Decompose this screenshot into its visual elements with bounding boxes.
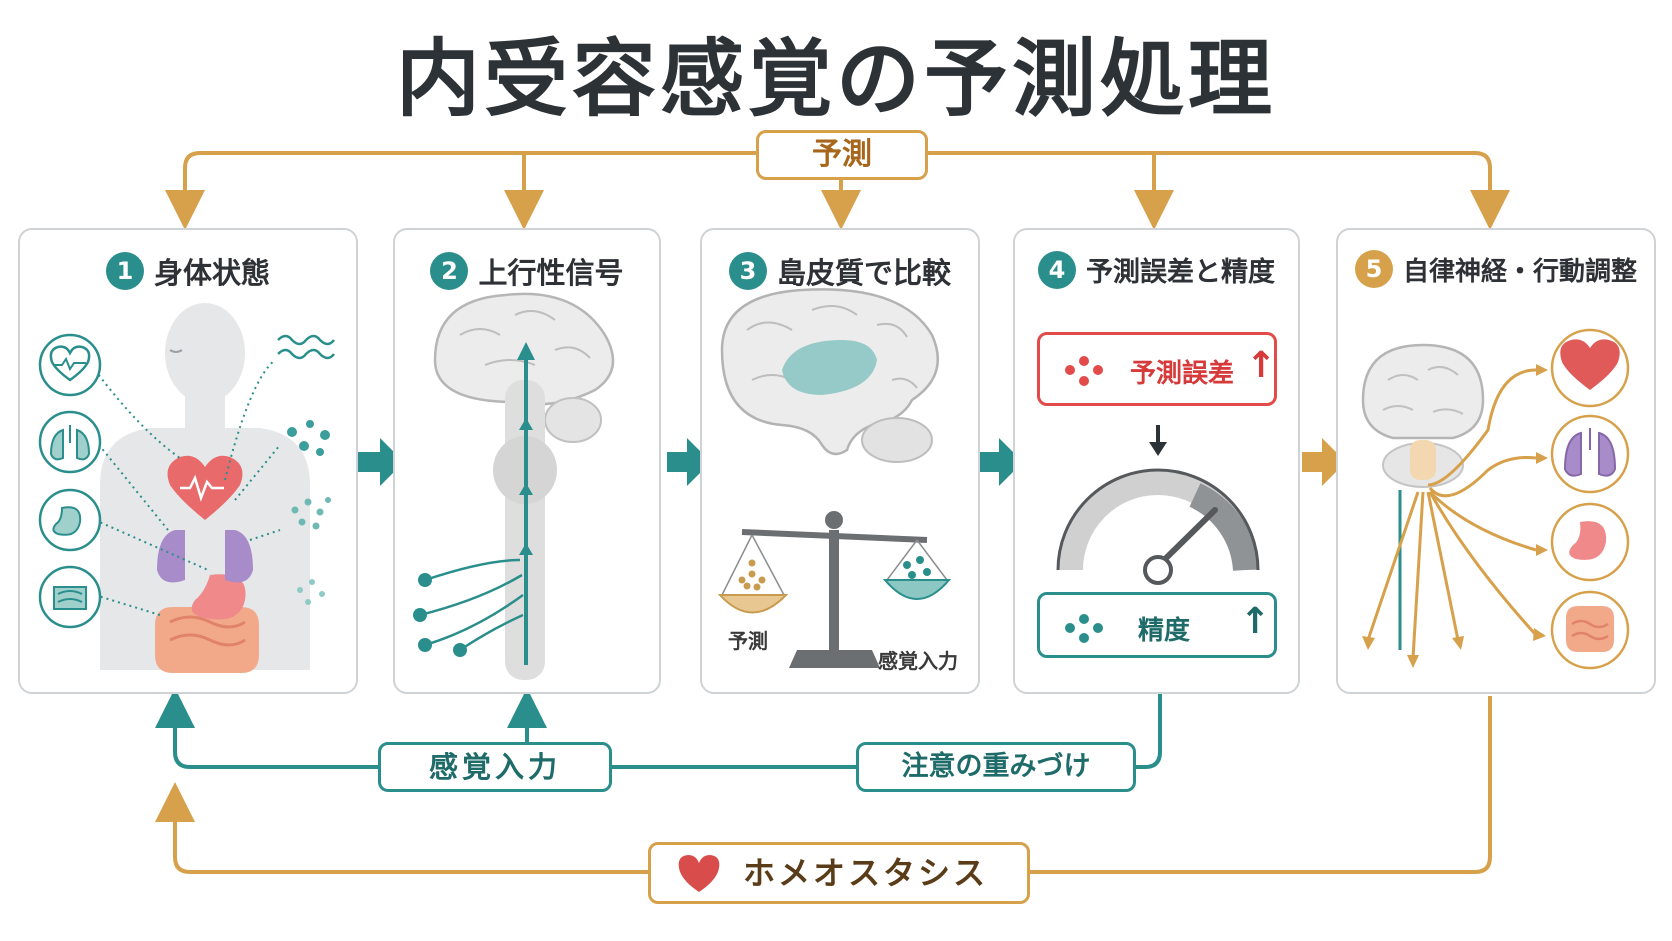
panel-2-header: 2 上行性信号 <box>395 250 659 292</box>
intestine-icon <box>1566 606 1614 652</box>
step-number-2: 2 <box>430 252 469 290</box>
autonomic-illustration <box>1361 328 1630 670</box>
stomach-icon <box>52 506 82 536</box>
prediction-error-box: 予測誤差 ↑ <box>1037 332 1277 406</box>
panel-1-title: 身体状態 <box>153 256 270 290</box>
heart-icon <box>49 345 91 382</box>
gauge-icon <box>1056 468 1260 585</box>
homeostasis-label: ホメオスタシス <box>743 854 989 892</box>
gauge-illustration <box>1056 425 1260 585</box>
step-arrow-4 <box>1302 438 1346 486</box>
stomach-icon <box>191 574 246 620</box>
panel-ascending-signal: 2 上行性信号 <box>393 228 661 694</box>
step-arrow-3 <box>979 438 1023 486</box>
panel-body-state: 1 身体状態 <box>18 228 358 694</box>
step-number-3: 3 <box>728 252 767 290</box>
error-up-arrow: ↑ <box>1246 345 1277 386</box>
sensory-input-pill: 感覚入力 <box>378 742 612 792</box>
insula-scale-illustration <box>717 288 952 668</box>
particle-icon <box>291 497 331 530</box>
particle-icon <box>287 420 330 456</box>
precision-label: 精度 <box>1138 616 1191 646</box>
scale-prediction-label: 予測 <box>728 629 768 653</box>
sensory-input-label: 感覚入力 <box>428 750 561 784</box>
panel-1-header: 1 身体状態 <box>20 250 356 292</box>
panel-4-header: 4 予測誤差と精度 <box>1015 250 1298 289</box>
insula-region <box>782 340 877 395</box>
panel-5-header: 5 自律神経・行動調整 <box>1338 250 1654 288</box>
attention-weighting-pill: 注意の重みづけ <box>856 742 1136 792</box>
body-illustration <box>38 303 335 673</box>
prediction-connectors <box>165 151 1510 230</box>
precision-up-arrow: ↑ <box>1240 601 1271 642</box>
homeostasis-connectors <box>155 696 1492 874</box>
panel-3-header: 3 島皮質で比較 <box>702 250 978 292</box>
page-title: 内受容感覚の予測処理 <box>395 30 1276 128</box>
panel-2-title: 上行性信号 <box>478 256 624 290</box>
step-arrows <box>358 438 1346 486</box>
particle-icon <box>297 579 325 605</box>
panel-insula-compare: 3 島皮質で比較 予測 感覚入力 <box>700 228 980 694</box>
wave-signal-icon <box>277 334 335 360</box>
heart-icon <box>1560 339 1620 390</box>
step-arrow-1 <box>358 438 404 486</box>
brainstem-illustration <box>413 292 615 680</box>
prediction-pill-label: 予測 <box>812 137 872 172</box>
step-number-4: 4 <box>1038 250 1076 289</box>
attention-weighting-label: 注意の重みづけ <box>901 751 1091 782</box>
panel-3-title: 島皮質で比較 <box>776 256 951 290</box>
stomach-icon <box>1569 521 1607 560</box>
lungs-icon <box>157 530 253 583</box>
prediction-pill: 予測 <box>756 130 928 180</box>
prediction-error-label: 予測誤差 <box>1130 359 1235 389</box>
panel-5-title: 自律神経・行動調整 <box>1402 256 1637 287</box>
brain-icon <box>1361 343 1485 440</box>
intestine-icon <box>53 586 87 610</box>
scale-sensory-label: 感覚入力 <box>878 649 958 673</box>
precision-box: 精度 ↑ <box>1037 592 1277 658</box>
step-number-1: 1 <box>105 252 144 290</box>
panel-error-precision: 4 予測誤差と精度 予測誤差 ↑ 精度 ↑ <box>1013 228 1300 694</box>
homeostasis-pill: ホメオスタシス <box>648 842 1030 904</box>
step-number-5: 5 <box>1354 250 1393 288</box>
lungs-icon <box>1563 428 1617 477</box>
heart-icon <box>678 855 720 892</box>
lungs-icon <box>49 425 91 461</box>
panel-autonomic-behavior: 5 自律神経・行動調整 <box>1336 228 1656 694</box>
panel-4-title: 予測誤差と精度 <box>1086 257 1275 288</box>
step-arrow-2 <box>667 438 711 486</box>
balance-scale-icon <box>717 511 952 668</box>
sensory-connectors <box>155 652 1180 769</box>
